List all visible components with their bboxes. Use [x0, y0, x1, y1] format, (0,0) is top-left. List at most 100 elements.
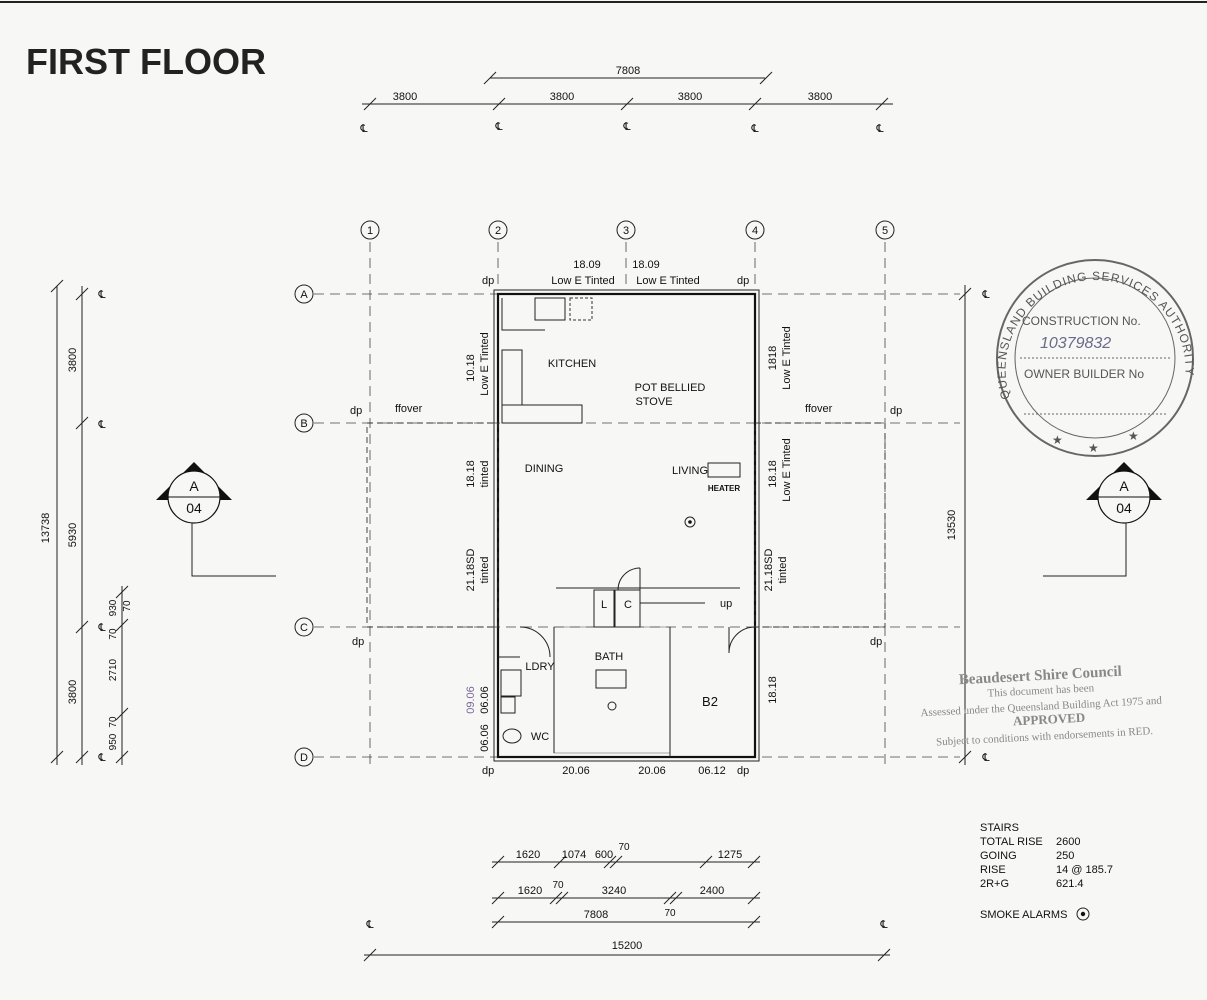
ffover-label: ffover: [805, 403, 833, 415]
stove-label-2: STOVE: [635, 396, 672, 408]
window-type: Low E Tinted: [636, 275, 700, 287]
stairs-key: RISE: [980, 864, 1006, 876]
grid-lines: [314, 242, 960, 770]
grid-row-c: C: [300, 622, 308, 634]
right-dimensions: 13530 ℄ ℄: [946, 285, 990, 765]
bottom-dim: 1620: [518, 885, 542, 897]
smoke-alarm-icon: [1076, 907, 1090, 921]
left-small-1: 930: [108, 599, 119, 616]
window-size: 18.18: [767, 460, 779, 488]
left-small-4: 2710: [108, 658, 119, 681]
room-bed-2: B2: [702, 694, 718, 709]
grid-row-b: B: [300, 418, 307, 430]
right-overall-dim: 13530: [946, 510, 958, 541]
window-size: 1818: [767, 346, 779, 370]
stairs-value: 250: [1056, 850, 1074, 862]
stairs-notes: STAIRS TOTAL RISE 2600 GOING 250 RISE 14…: [980, 822, 1113, 921]
bottom-dimensions: 1620 1074 600 70 1275 1620 70 3240 2400 …: [363, 842, 891, 962]
window-size: 06.12: [698, 765, 726, 777]
smoke-alarms-label: SMOKE ALARMS: [980, 909, 1067, 921]
left-small-6: 950: [108, 733, 119, 750]
stairs-value: 621.4: [1056, 878, 1084, 890]
window-type: Low E Tinted: [781, 326, 793, 390]
window-type: Low E Tinted: [551, 275, 615, 287]
svg-text:★: ★: [1128, 429, 1139, 443]
window-type: tinted: [777, 557, 789, 584]
handwritten-note: 09.06: [465, 686, 477, 714]
left-overall-dim: 13738: [40, 513, 52, 544]
section-letter: A: [189, 478, 199, 494]
window-labels: 18.09 Low E Tinted 18.09 Low E Tinted 10…: [465, 259, 793, 777]
top-dimensions: 7808 3800 3800 3800 3800 ℄ ℄ ℄ ℄ ℄: [359, 65, 893, 135]
top-bay-2: 3800: [550, 91, 574, 103]
centerline-mark: ℄: [97, 622, 105, 634]
window-size: 20.06: [638, 765, 666, 777]
bottom-dim: 70: [552, 880, 564, 891]
stairs-key: GOING: [980, 850, 1017, 862]
window-type: tinted: [479, 461, 491, 488]
svg-text:★: ★: [1088, 441, 1099, 455]
centerline-mark: ℄: [494, 121, 502, 133]
svg-text:★: ★: [1052, 433, 1063, 447]
centerline-mark: ℄: [981, 752, 989, 764]
room-bath: BATH: [595, 651, 624, 663]
heater-label: HEATER: [708, 484, 741, 493]
linen-label: L: [601, 599, 607, 611]
room-labels: KITCHEN POT BELLIED STOVE DINING LIVING …: [525, 358, 741, 743]
bottom-dim: 600: [595, 849, 613, 861]
left-seg-2: 5930: [67, 523, 79, 547]
room-wc: WC: [531, 731, 549, 743]
left-dimensions: 13738 3800 5930 3800 930 70 70 2710 70 9…: [40, 279, 133, 765]
centerline-mark: ℄: [359, 123, 367, 135]
centerline-mark: ℄: [879, 919, 887, 931]
bottom-dim: 2400: [700, 885, 724, 897]
left-seg-1: 3800: [67, 348, 79, 372]
bottom-dim: 7808: [584, 909, 608, 921]
left-small-2: 70: [108, 628, 119, 640]
centerline-mark: ℄: [750, 123, 758, 135]
dp-label: dp: [482, 275, 494, 287]
grid-col-4: 4: [752, 225, 758, 237]
bottom-dim: 3240: [602, 885, 626, 897]
grid-column-markers: 1 2 3 4 5: [360, 220, 895, 240]
top-bay-4: 3800: [808, 91, 832, 103]
window-type: tinted: [479, 557, 491, 584]
window-size: 06.06: [479, 686, 491, 714]
grid-col-5: 5: [882, 225, 888, 237]
window-size: 21.18SD: [465, 549, 477, 592]
room-living: LIVING: [672, 465, 708, 477]
window-size: 18.09: [632, 259, 660, 271]
stairs-heading: STAIRS: [980, 822, 1019, 834]
left-seg-3: 3800: [67, 680, 79, 704]
stamp-construction-label: CONSTRUCTION No.: [1022, 314, 1141, 328]
window-type: Low E Tinted: [479, 332, 491, 396]
top-overall-dim: 7808: [616, 65, 640, 77]
page-title: FIRST FLOOR: [26, 41, 266, 82]
window-size: 21.18SD: [763, 549, 775, 592]
bottom-dim: 70: [618, 842, 630, 853]
bottom-overall-dim: 15200: [612, 940, 643, 952]
grid-row-markers: A B C D: [294, 284, 314, 767]
stamp-owner-label: OWNER BUILDER No: [1024, 367, 1144, 381]
centerline-mark: ℄: [97, 419, 105, 431]
left-small-3: 70: [122, 600, 133, 612]
left-small-5: 70: [108, 716, 119, 728]
centerline-mark: ℄: [981, 289, 989, 301]
council-line-1: This document has been: [987, 682, 1095, 700]
dp-label: dp: [352, 636, 364, 648]
window-size: 20.06: [562, 765, 590, 777]
qbsa-stamp: QUEENSLAND BUILDING SERVICES AUTHORITY C…: [994, 259, 1196, 457]
centerline-mark: ℄: [97, 289, 105, 301]
section-sheet: 04: [1116, 500, 1132, 516]
section-marker-right: A 04: [1043, 462, 1162, 577]
grid-row-d: D: [300, 752, 308, 764]
ffover-label: ffover: [395, 403, 423, 415]
window-type: Low E Tinted: [781, 438, 793, 502]
grid-col-2: 2: [495, 225, 501, 237]
stairs-key: 2R+G: [980, 878, 1009, 890]
downpipe-labels: dp dp dp dp dp dp dp dp ffover ffover: [350, 275, 902, 777]
council-approval: Beaudesert Shire Council This document h…: [920, 664, 1162, 749]
grid-row-a: A: [300, 289, 308, 301]
dp-label: dp: [350, 405, 362, 417]
room-kitchen: KITCHEN: [548, 358, 596, 370]
